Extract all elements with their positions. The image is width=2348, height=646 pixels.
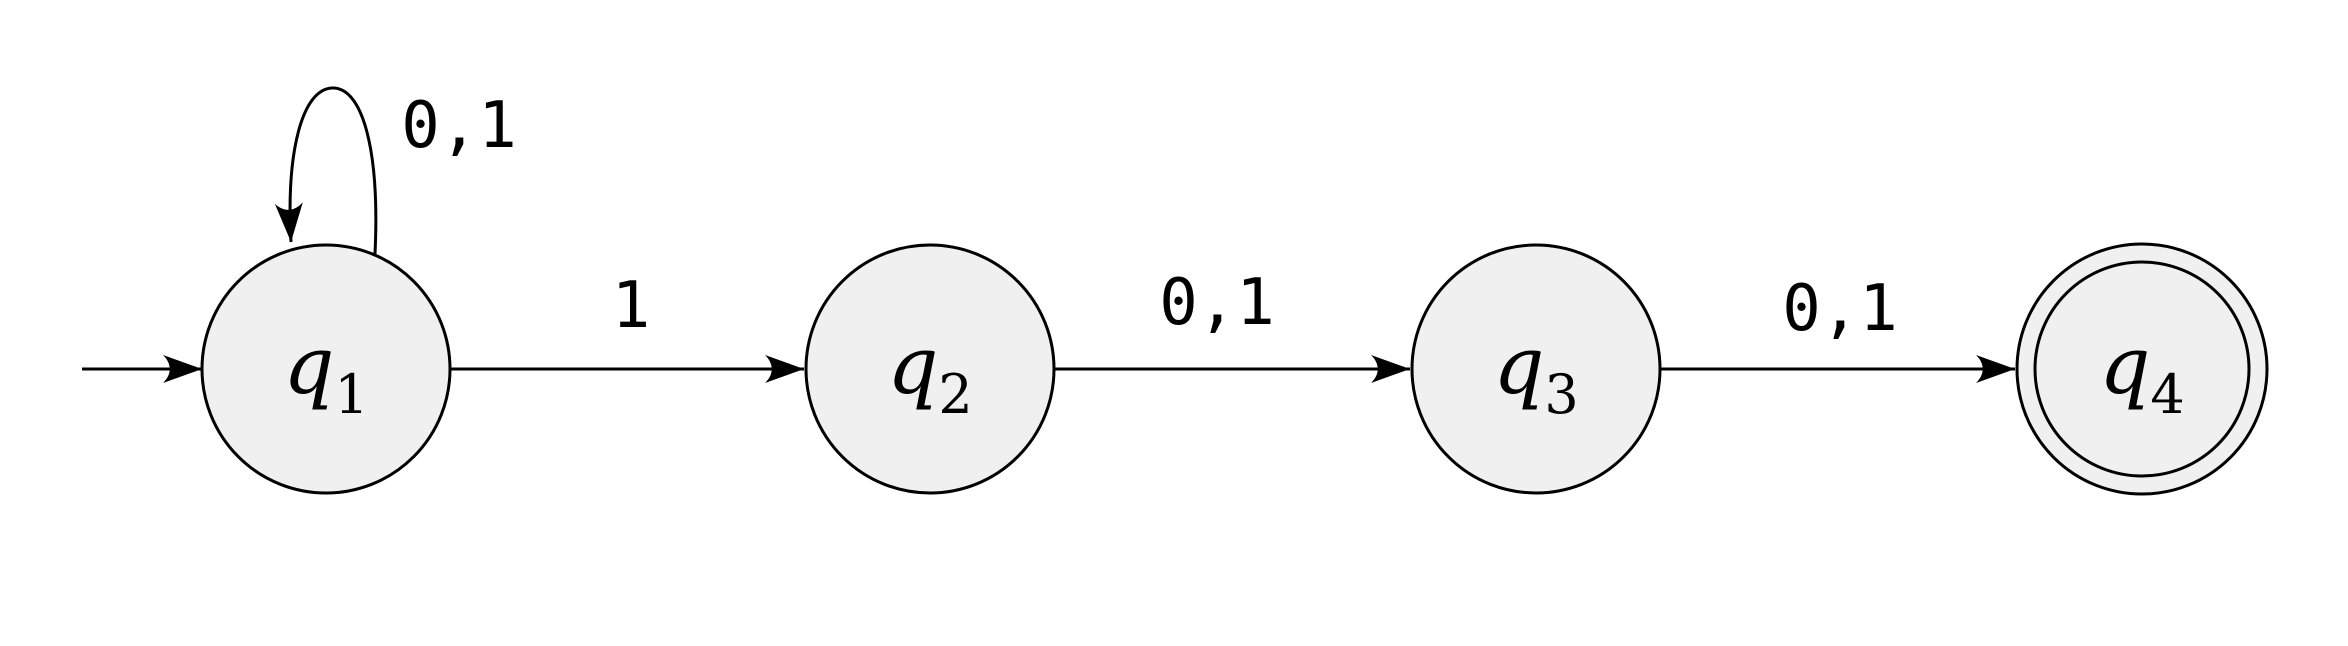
transition-q1-q1: 0,1 [274,86,517,255]
state-q3-label: q3 [1493,319,1579,426]
state-q2-label: q2 [887,319,973,426]
transition-q1-q2: 1 [450,269,804,383]
state-q1-label: q1 [283,319,369,426]
state-q2-label-subscript: 2 [938,363,972,426]
state-q3-label-subscript: 3 [1544,363,1578,426]
transition-q1-q2-label: 1 [612,269,651,343]
state-q4-label-subscript: 4 [2150,363,2184,426]
state-q1-label-subscript: 1 [334,363,368,426]
state-q3-circle [1410,243,1662,495]
state-q1: q1 [200,243,452,495]
transition-q1-q1-loop-arrow [274,86,378,255]
transition-q2-q3: 0,1 [1054,266,1410,383]
state-q4-inner-circle [2033,260,2251,478]
state-q2-circle [804,243,1056,495]
state-q3-label-base: q [1493,319,1544,412]
state-q4: q4 [2015,242,2269,496]
state-q4-label-base: q [2099,319,2150,412]
state-q2: q2 [804,243,1056,495]
transition-q2-q3-label: 0,1 [1159,266,1275,340]
state-q1-circle [200,243,452,495]
state-q2-label-base: q [887,319,938,412]
transition-q3-q4-label: 0,1 [1782,272,1898,346]
transition-q1-q1-label: 0,1 [401,89,517,163]
state-q1-label-base: q [283,319,334,412]
state-q3: q3 [1410,243,1662,495]
state-q4-label: q4 [2099,319,2185,426]
transition-q3-q4: 0,1 [1660,272,2015,383]
